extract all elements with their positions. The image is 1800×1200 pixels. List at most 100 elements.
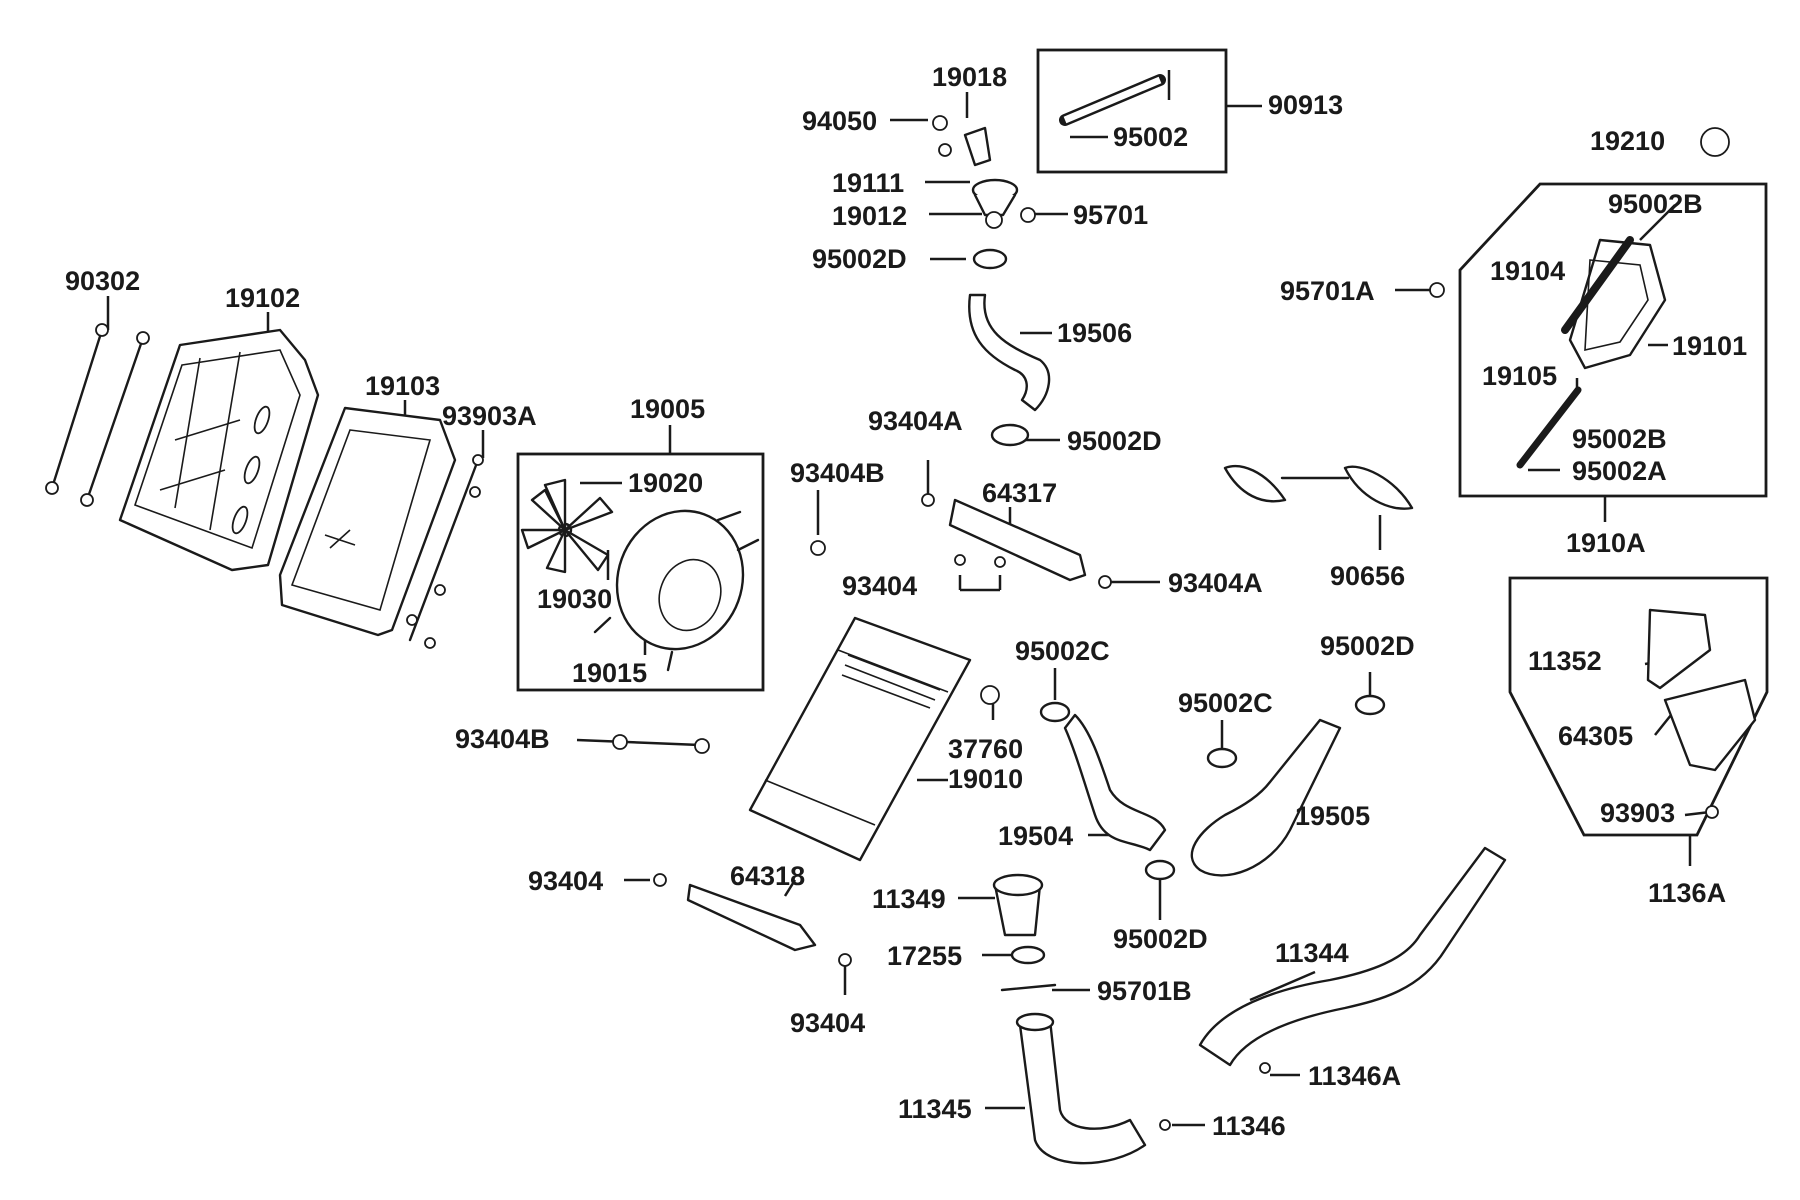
part-11352-cover	[1646, 608, 1712, 690]
label-93903A: 93903A	[442, 401, 537, 431]
part-90302-bolts	[45, 323, 150, 507]
label-19015: 19015	[572, 658, 647, 688]
label-19101: 19101	[1672, 331, 1747, 361]
part-93903A-screws	[406, 454, 484, 649]
part-37760-sensor	[980, 685, 1000, 705]
label-95701A: 95701A	[1280, 276, 1375, 306]
part-64305-box	[1663, 678, 1757, 772]
part-11345-duct-mouth	[1015, 1012, 1055, 1032]
label-19030: 19030	[537, 584, 612, 614]
label-19505: 19505	[1295, 801, 1370, 831]
part-11345-duct	[1018, 1018, 1147, 1165]
part-19020-fan	[520, 478, 614, 574]
part-93404-screw-c	[838, 953, 852, 967]
label-93903: 93903	[1600, 798, 1675, 828]
label-95002D-b: 95002D	[1067, 426, 1162, 456]
kit-box-19005	[516, 452, 765, 692]
label-90913: 90913	[1268, 90, 1343, 120]
part-93404B-bolts-b	[612, 734, 710, 754]
label-19103: 19103	[365, 371, 440, 401]
part-19105-hose	[1516, 386, 1582, 469]
label-93404B-b: 93404B	[455, 724, 550, 754]
part-93404B-screw-a	[810, 540, 826, 556]
part-19506-hose	[968, 293, 1051, 412]
label-19010: 19010	[948, 764, 1023, 794]
part-19111-valve	[971, 178, 1019, 217]
part-93404A-screw-b	[1098, 575, 1112, 589]
part-64318-stay	[686, 883, 817, 952]
part-11349-filter-top	[992, 873, 1044, 897]
part-19018-bracket	[932, 115, 992, 167]
part-11344-duct	[1198, 846, 1507, 1067]
label-95002: 95002	[1113, 122, 1188, 152]
label-95002D-a: 95002D	[812, 244, 907, 274]
part-95002C-clamp-a	[1039, 701, 1071, 723]
part-19504-hose	[1063, 713, 1167, 852]
label-11346A: 11346A	[1308, 1061, 1401, 1091]
label-1136A: 1136A	[1648, 878, 1726, 908]
kit-box-90913	[1036, 48, 1228, 174]
label-19020: 19020	[628, 468, 703, 498]
part-93903-screw	[1705, 805, 1719, 819]
part-11346A-screw	[1259, 1062, 1271, 1074]
part-17255-clamp	[1010, 945, 1046, 965]
label-95002D-c: 95002D	[1320, 631, 1415, 661]
label-1910A: 1910A	[1566, 528, 1646, 558]
part-19010-radiator	[748, 616, 972, 862]
part-19103-radiator-screen	[278, 406, 457, 637]
label-64318: 64318	[730, 861, 805, 891]
label-11349: 11349	[872, 884, 946, 914]
part-19101-reservoir	[1568, 238, 1667, 370]
label-19104: 19104	[1490, 256, 1565, 286]
label-95701: 95701	[1073, 200, 1148, 230]
label-95002D-d: 95002D	[1113, 924, 1208, 954]
label-19102: 19102	[225, 283, 300, 313]
part-90656-bands	[1223, 464, 1414, 510]
part-95002D-clamp-d	[1144, 859, 1176, 881]
label-19018: 19018	[932, 62, 1007, 92]
label-19111: 19111	[832, 168, 904, 198]
part-64317-stay	[948, 498, 1087, 582]
part-11346-screw	[1159, 1119, 1171, 1131]
kit-box-1910A	[1458, 182, 1768, 498]
part-95701-bolt	[1020, 207, 1036, 223]
label-11352: 11352	[1528, 646, 1602, 676]
label-11345: 11345	[898, 1094, 972, 1124]
part-19102-radiator-shroud	[118, 328, 320, 572]
label-95002B-b: 95002B	[1572, 424, 1667, 454]
label-19005: 19005	[630, 394, 705, 424]
label-94050: 94050	[802, 106, 877, 136]
label-37760: 37760	[948, 734, 1023, 764]
label-19506: 19506	[1057, 318, 1132, 348]
label-95002B-a: 95002B	[1608, 189, 1703, 219]
part-19012-fitting	[985, 211, 1003, 229]
label-93404B-a: 93404B	[790, 458, 885, 488]
label-19105: 19105	[1482, 361, 1557, 391]
part-19505-hose	[1190, 718, 1342, 877]
part-95701B-bolt	[1000, 983, 1057, 992]
part-19104-hose	[1561, 236, 1634, 334]
label-11346: 11346	[1212, 1111, 1286, 1141]
label-93404A-a: 93404A	[868, 406, 963, 436]
label-93404-a: 93404	[842, 571, 917, 601]
part-95701A-bolt	[1429, 282, 1445, 298]
label-93404-b: 93404	[528, 866, 603, 896]
label-19210: 19210	[1590, 126, 1665, 156]
label-90656: 90656	[1330, 561, 1405, 591]
label-95002A: 95002A	[1572, 456, 1667, 486]
label-93404A-b: 93404A	[1168, 568, 1263, 598]
label-64305: 64305	[1558, 721, 1633, 751]
part-93404-screw-b	[653, 873, 667, 887]
label-17255: 17255	[887, 941, 962, 971]
label-11344: 11344	[1275, 938, 1349, 968]
label-90302: 90302	[65, 266, 140, 296]
label-95002C-b: 95002C	[1178, 688, 1273, 718]
label-19012: 19012	[832, 201, 907, 231]
label-19504: 19504	[998, 821, 1073, 851]
part-93404A-screw-a	[921, 493, 935, 507]
label-95002C-a: 95002C	[1015, 636, 1110, 666]
label-95701B: 95701B	[1097, 976, 1192, 1006]
part-93404-screw-a2	[994, 556, 1006, 568]
part-19210-cap	[1700, 127, 1730, 157]
